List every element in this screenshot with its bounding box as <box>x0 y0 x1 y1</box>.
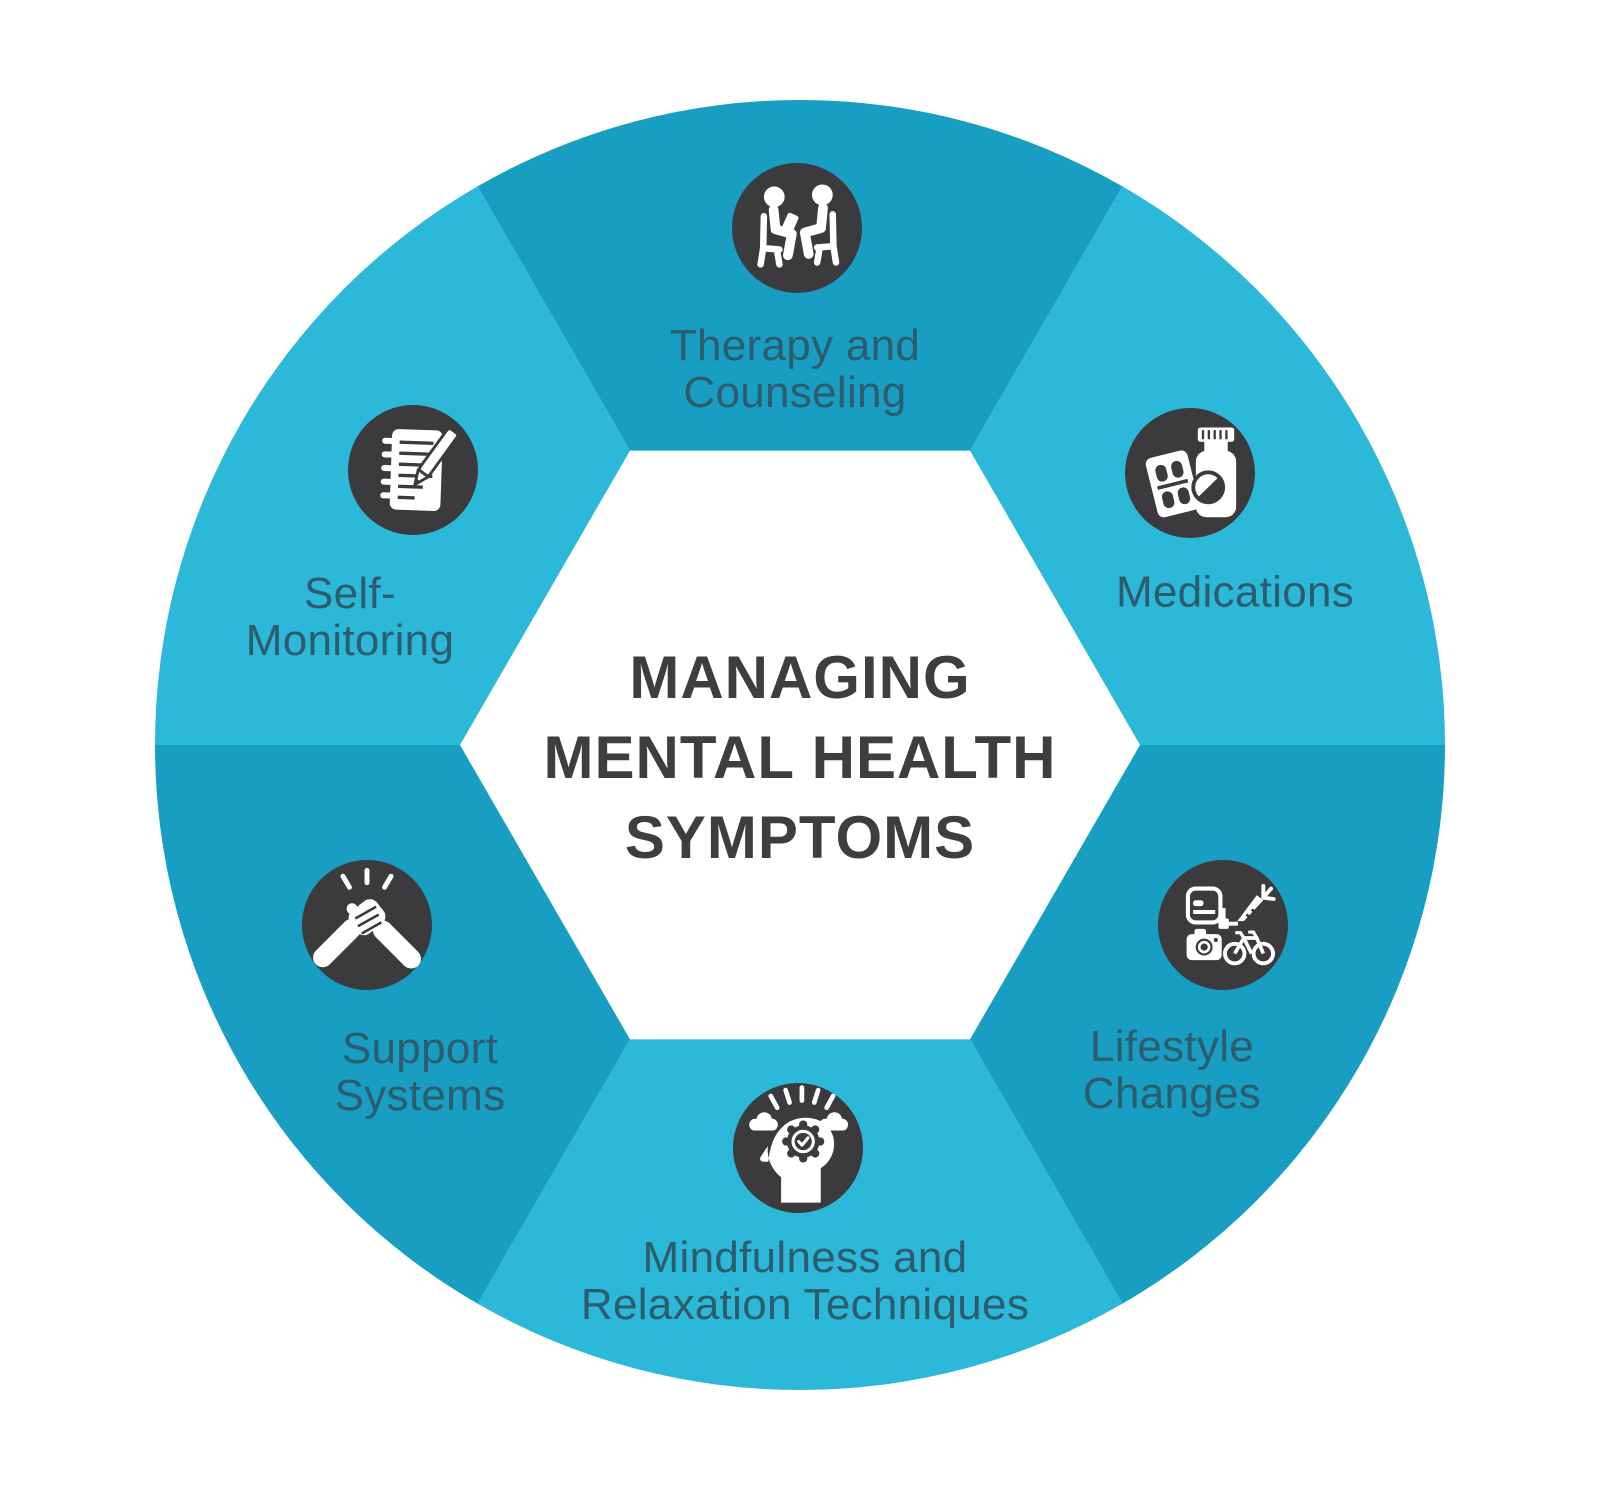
segment-label-support-systems: Support Systems <box>335 1025 506 1119</box>
label-line: Monitoring <box>245 616 455 665</box>
title-line: SYMPTOMS <box>624 804 976 871</box>
support-systems-icon <box>302 860 432 990</box>
label-line: Support <box>341 1024 499 1073</box>
self-monitoring-icon <box>348 405 478 535</box>
segment-label-self-monitoring: Self- Monitoring <box>246 570 454 664</box>
title-line: MANAGING <box>629 644 971 711</box>
label-line: Mindfulness and <box>642 1233 968 1282</box>
label-line: Relaxation Techniques <box>580 1280 1030 1329</box>
label-line: Therapy and <box>669 321 921 370</box>
page-title: MANAGING MENTAL HEALTH SYMPTOMS <box>544 638 1057 878</box>
lifestyle-changes-icon <box>1158 860 1288 990</box>
therapy-counseling-icon <box>732 163 862 293</box>
segment-support-systems <box>155 745 630 1304</box>
segment-label-medications: Medications <box>1116 569 1354 616</box>
segment-lifestyle-changes <box>970 745 1445 1304</box>
support-systems-icon-svg <box>302 860 432 990</box>
label-line: Self- <box>304 569 396 618</box>
segment-mindfulness-and-relaxation <box>477 1039 1123 1391</box>
label-line: Counseling <box>683 368 907 417</box>
label-line: Lifestyle <box>1089 1022 1255 1071</box>
lifestyle-changes-icon-svg <box>1158 860 1288 990</box>
label-line: Systems <box>334 1071 506 1120</box>
title-line: MENTAL HEALTH <box>543 724 1057 791</box>
segment-label-therapy-and-counseling: Therapy and Counseling <box>670 322 920 416</box>
self-monitoring-icon-svg <box>348 405 478 535</box>
medications-icon <box>1125 408 1255 538</box>
segment-label-mindfulness-and-relaxation: Mindfulness and Relaxation Techniques <box>581 1234 1029 1328</box>
medications-icon-svg <box>1125 408 1255 538</box>
mindfulness-relaxation-icon <box>733 1083 863 1213</box>
label-line: Medications <box>1115 567 1355 617</box>
segment-label-lifestyle-changes: Lifestyle Changes <box>1083 1023 1261 1117</box>
label-line: Changes <box>1082 1069 1262 1118</box>
therapy-counseling-icon-svg <box>732 163 862 293</box>
mindfulness-relaxation-icon-svg <box>733 1083 863 1213</box>
